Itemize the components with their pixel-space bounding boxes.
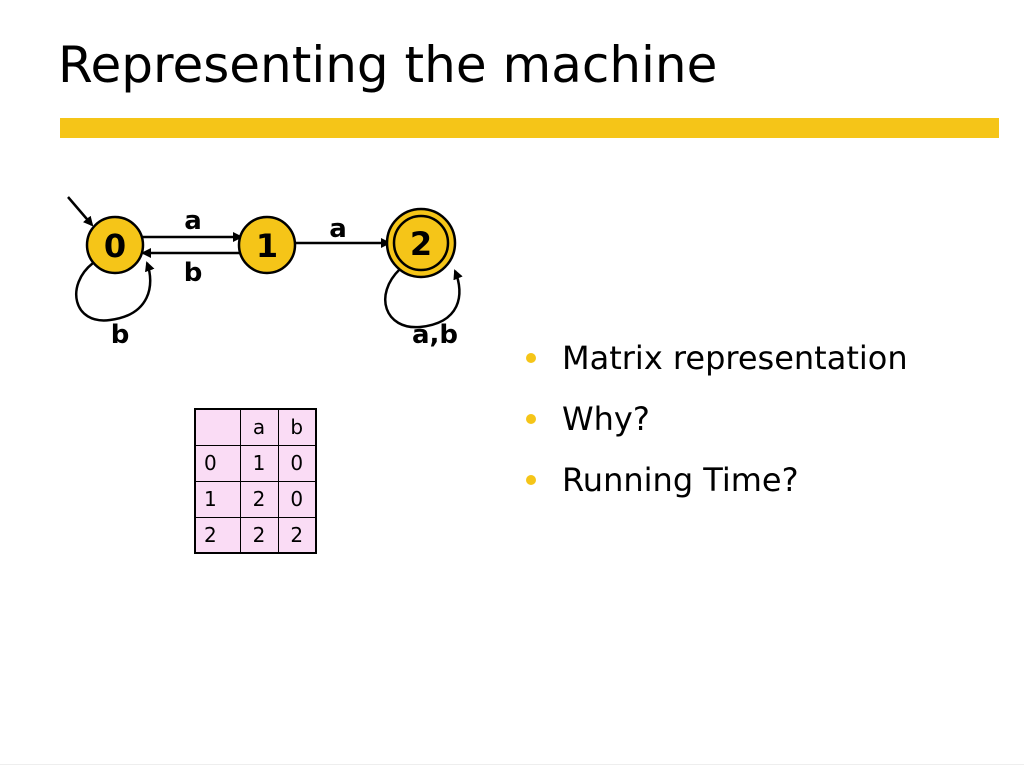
matrix-row-state: 2 (194, 516, 241, 554)
bullet-text: Running Time? (562, 461, 799, 499)
matrix-corner-cell (194, 408, 241, 446)
edge-0-0-label: b (111, 320, 130, 350)
bullet-item: Running Time? (522, 460, 982, 501)
matrix-cell: 2 (277, 516, 317, 554)
state-0 (85, 215, 145, 275)
state-1-label: 1 (256, 227, 278, 265)
matrix-header-cell: a (239, 408, 279, 446)
bullet-dot-icon (526, 353, 536, 363)
slide-title: Representing the machine (58, 36, 718, 94)
matrix-header-cell: b (277, 408, 317, 446)
edge-2-2-label: a,b (412, 320, 458, 350)
start-arrow (67, 196, 94, 227)
bullet-list: Matrix representation Why? Running Time? (522, 338, 982, 521)
matrix-header-row: a b (194, 408, 317, 446)
state-0-label: 0 (104, 227, 126, 265)
matrix-row: 2 2 2 (194, 516, 317, 554)
footer-divider (0, 764, 1024, 765)
bullet-dot-icon (526, 414, 536, 424)
bullet-text: Matrix representation (562, 339, 908, 377)
matrix-row: 1 2 0 (194, 480, 317, 518)
bullet-dot-icon (526, 475, 536, 485)
state-2 (392, 214, 450, 272)
transition-matrix: a b 0 1 0 1 2 0 2 2 2 (194, 408, 317, 554)
edge-0-1-label: a (184, 206, 202, 236)
bullet-item: Matrix representation (522, 338, 982, 379)
matrix-cell: 0 (277, 480, 317, 518)
matrix-row: 0 1 0 (194, 444, 317, 482)
matrix-cell: 1 (239, 444, 279, 482)
state-1 (237, 215, 297, 275)
edge-1-0-label: b (184, 258, 203, 288)
edge-1-2-label: a (329, 214, 347, 244)
matrix-row-state: 1 (194, 480, 241, 518)
bullet-text: Why? (562, 400, 650, 438)
matrix-row-state: 0 (194, 444, 241, 482)
state-2-label: 2 (410, 225, 432, 263)
edge-2-2-loop (384, 268, 463, 329)
title-underline-bar (60, 118, 999, 138)
edge-0-0-loop (75, 261, 155, 322)
matrix-cell: 2 (239, 516, 279, 554)
matrix-cell: 2 (239, 480, 279, 518)
state-diagram: 0 1 2 a b a b a,b (67, 196, 463, 350)
bullet-item: Why? (522, 399, 982, 440)
matrix-cell: 0 (277, 444, 317, 482)
